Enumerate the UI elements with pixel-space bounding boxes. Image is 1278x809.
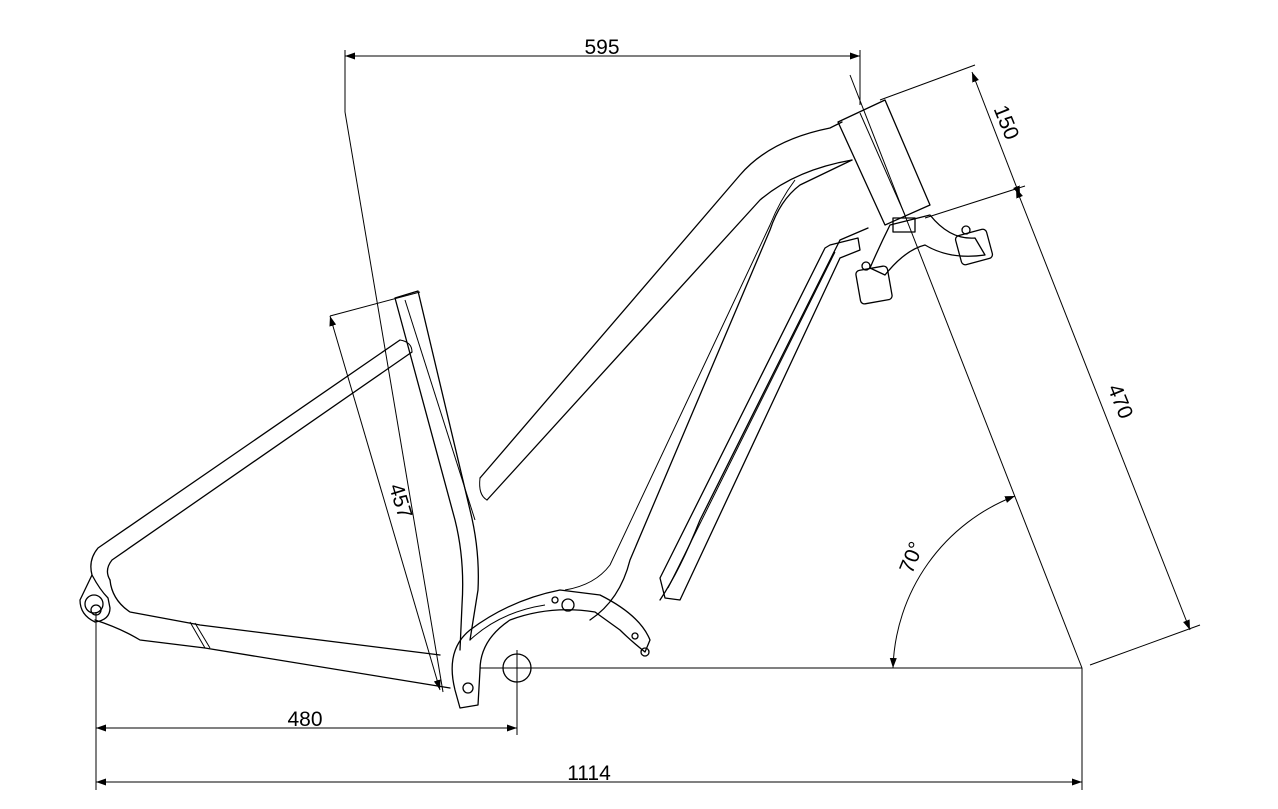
label-fork-length: 470 xyxy=(1103,381,1137,422)
label-head-angle: 70° xyxy=(895,539,928,577)
seat-tube xyxy=(394,290,479,651)
top-tube xyxy=(479,121,853,501)
label-head-tube: 150 xyxy=(989,102,1023,143)
label-wheelbase: 1114 xyxy=(567,762,611,785)
reference-lines xyxy=(95,50,1201,790)
chainstay xyxy=(94,579,451,689)
down-tube xyxy=(589,159,869,621)
battery xyxy=(659,237,861,601)
rear-dropout xyxy=(79,574,111,623)
stem-bracket xyxy=(855,214,994,305)
head-tube xyxy=(837,99,931,226)
dim-head-tube-line xyxy=(971,71,1021,197)
label-top-tube: 595 xyxy=(584,36,619,59)
dim-seat-tube-line xyxy=(329,315,441,691)
motor-housing xyxy=(451,589,651,709)
dim-fork-line xyxy=(1015,187,1191,631)
frame-outline xyxy=(79,99,994,709)
seat-stay xyxy=(90,339,413,581)
dim-head-angle-arc xyxy=(889,495,1016,669)
dimension-lines xyxy=(96,52,1191,786)
dimension-labels: 595 150 470 457 480 1114 70° xyxy=(287,36,1137,785)
label-chainstay: 480 xyxy=(287,708,322,731)
